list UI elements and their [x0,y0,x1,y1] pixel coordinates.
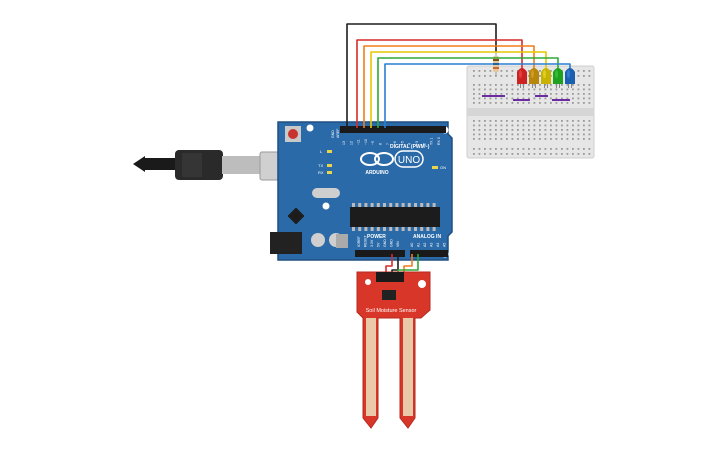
wire [385,254,393,276]
led [529,68,539,88]
breadboard [466,65,595,159]
board-brand: ARDUINO [365,170,388,176]
microcontroller-chip [350,207,440,227]
power-pin-label: RESET [364,234,368,247]
digital-pin-label: RX 0 [437,137,441,145]
digital-header-label: DIGITAL (PWM~) [390,144,430,150]
digital-pin-label: 4 [408,143,412,145]
board-model: UNO [398,155,420,166]
analog-pin-label: A0 [410,243,414,247]
power-jack [270,232,302,254]
power-pin-label: VIN [396,241,400,247]
wire [356,39,523,128]
led [517,68,527,88]
wire [346,23,497,128]
sensor-label: Soil Moisture Sensor [366,308,417,314]
gnd-label: GND [331,130,335,138]
digital-pin-label: ~9 [371,141,375,145]
led-label-tx: TX [318,163,323,168]
wire [370,51,547,128]
analog-pin-label: A3 [430,243,434,247]
power-pin-label: 5V [377,242,381,247]
soil-moisture-sensor: Soil Moisture Sensor [356,271,431,429]
led-label-rx: RX [318,170,324,175]
analog-pin-label: A5 [443,243,447,247]
digital-pin-label: 2 [422,143,426,145]
power-pin-label: GND [383,239,387,247]
digital-pin-label: ~3 [415,141,419,145]
power-pin-label: GND [390,239,394,247]
power-label: POWER [367,234,386,240]
wire [403,254,413,276]
digital-pin-label: ~6 [393,141,397,145]
digital-pin-label: 8 [379,143,383,145]
analog-label: ANALOG IN [413,234,441,240]
analog-pin-label: A1 [417,243,421,247]
wires [346,23,571,276]
digital-pin-label: 12 [349,141,353,145]
digital-header [340,126,446,133]
led-row [517,68,575,88]
led [541,68,551,88]
digital-pin-label: 7 [386,143,390,145]
analog-header [410,250,448,257]
led [565,68,575,88]
analog-pin-label: A2 [423,243,427,247]
usb-cable [133,150,299,181]
arduino-logo: UNO ARDUINO [360,150,424,176]
digital-pin-label: ~10 [364,139,368,145]
power-pin-label: 3.3V [370,239,374,247]
digital-pin-label: ~5 [400,141,404,145]
power-header [355,250,405,257]
on-label: ON [440,165,446,170]
wire [363,45,535,128]
wire [377,57,559,128]
led-label-l: L [320,149,323,154]
analog-pin-label: A4 [436,243,440,247]
led [553,68,563,88]
aref-label: AREF [336,129,340,138]
digital-pin-label: TX 1 [430,138,434,145]
power-pin-label: IOREF [357,236,361,247]
digital-pin-label: 13 [342,141,346,145]
digital-pin-label: ~11 [357,139,361,145]
